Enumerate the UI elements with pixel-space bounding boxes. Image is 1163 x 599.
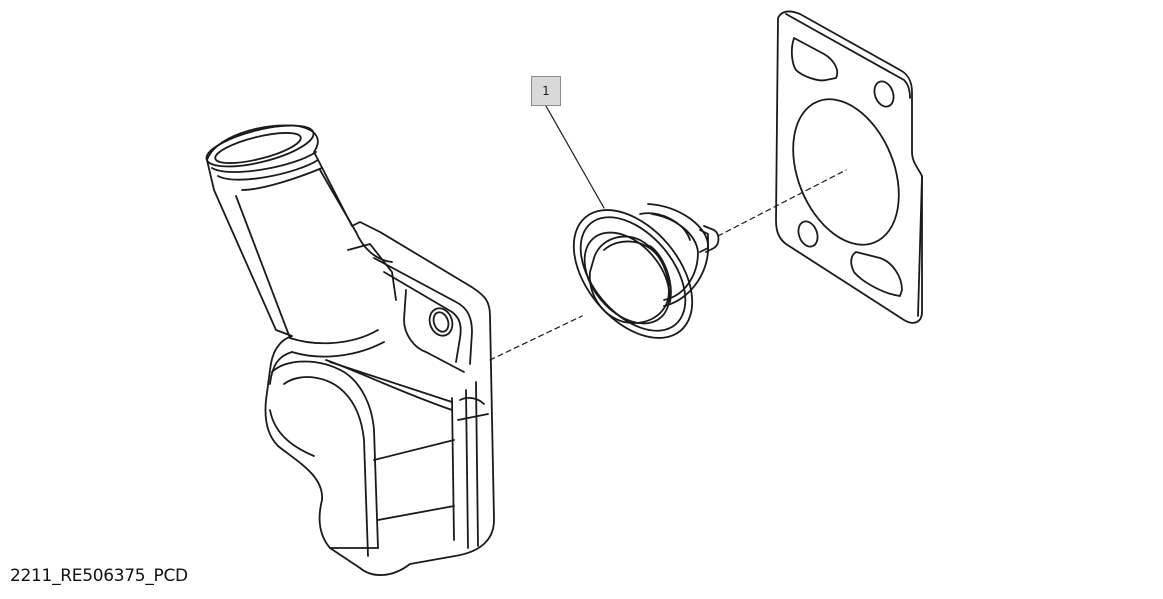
callout-leader-line bbox=[545, 105, 605, 209]
gasket bbox=[775, 10, 923, 324]
alignment-axis bbox=[489, 315, 583, 361]
callout-1[interactable]: 1 bbox=[531, 76, 561, 106]
thermostat-housing bbox=[205, 124, 495, 576]
alignment-axis-right bbox=[717, 169, 847, 237]
thermostat-part bbox=[572, 203, 720, 339]
figure-id-label: 2211_RE506375_PCD bbox=[10, 566, 188, 586]
